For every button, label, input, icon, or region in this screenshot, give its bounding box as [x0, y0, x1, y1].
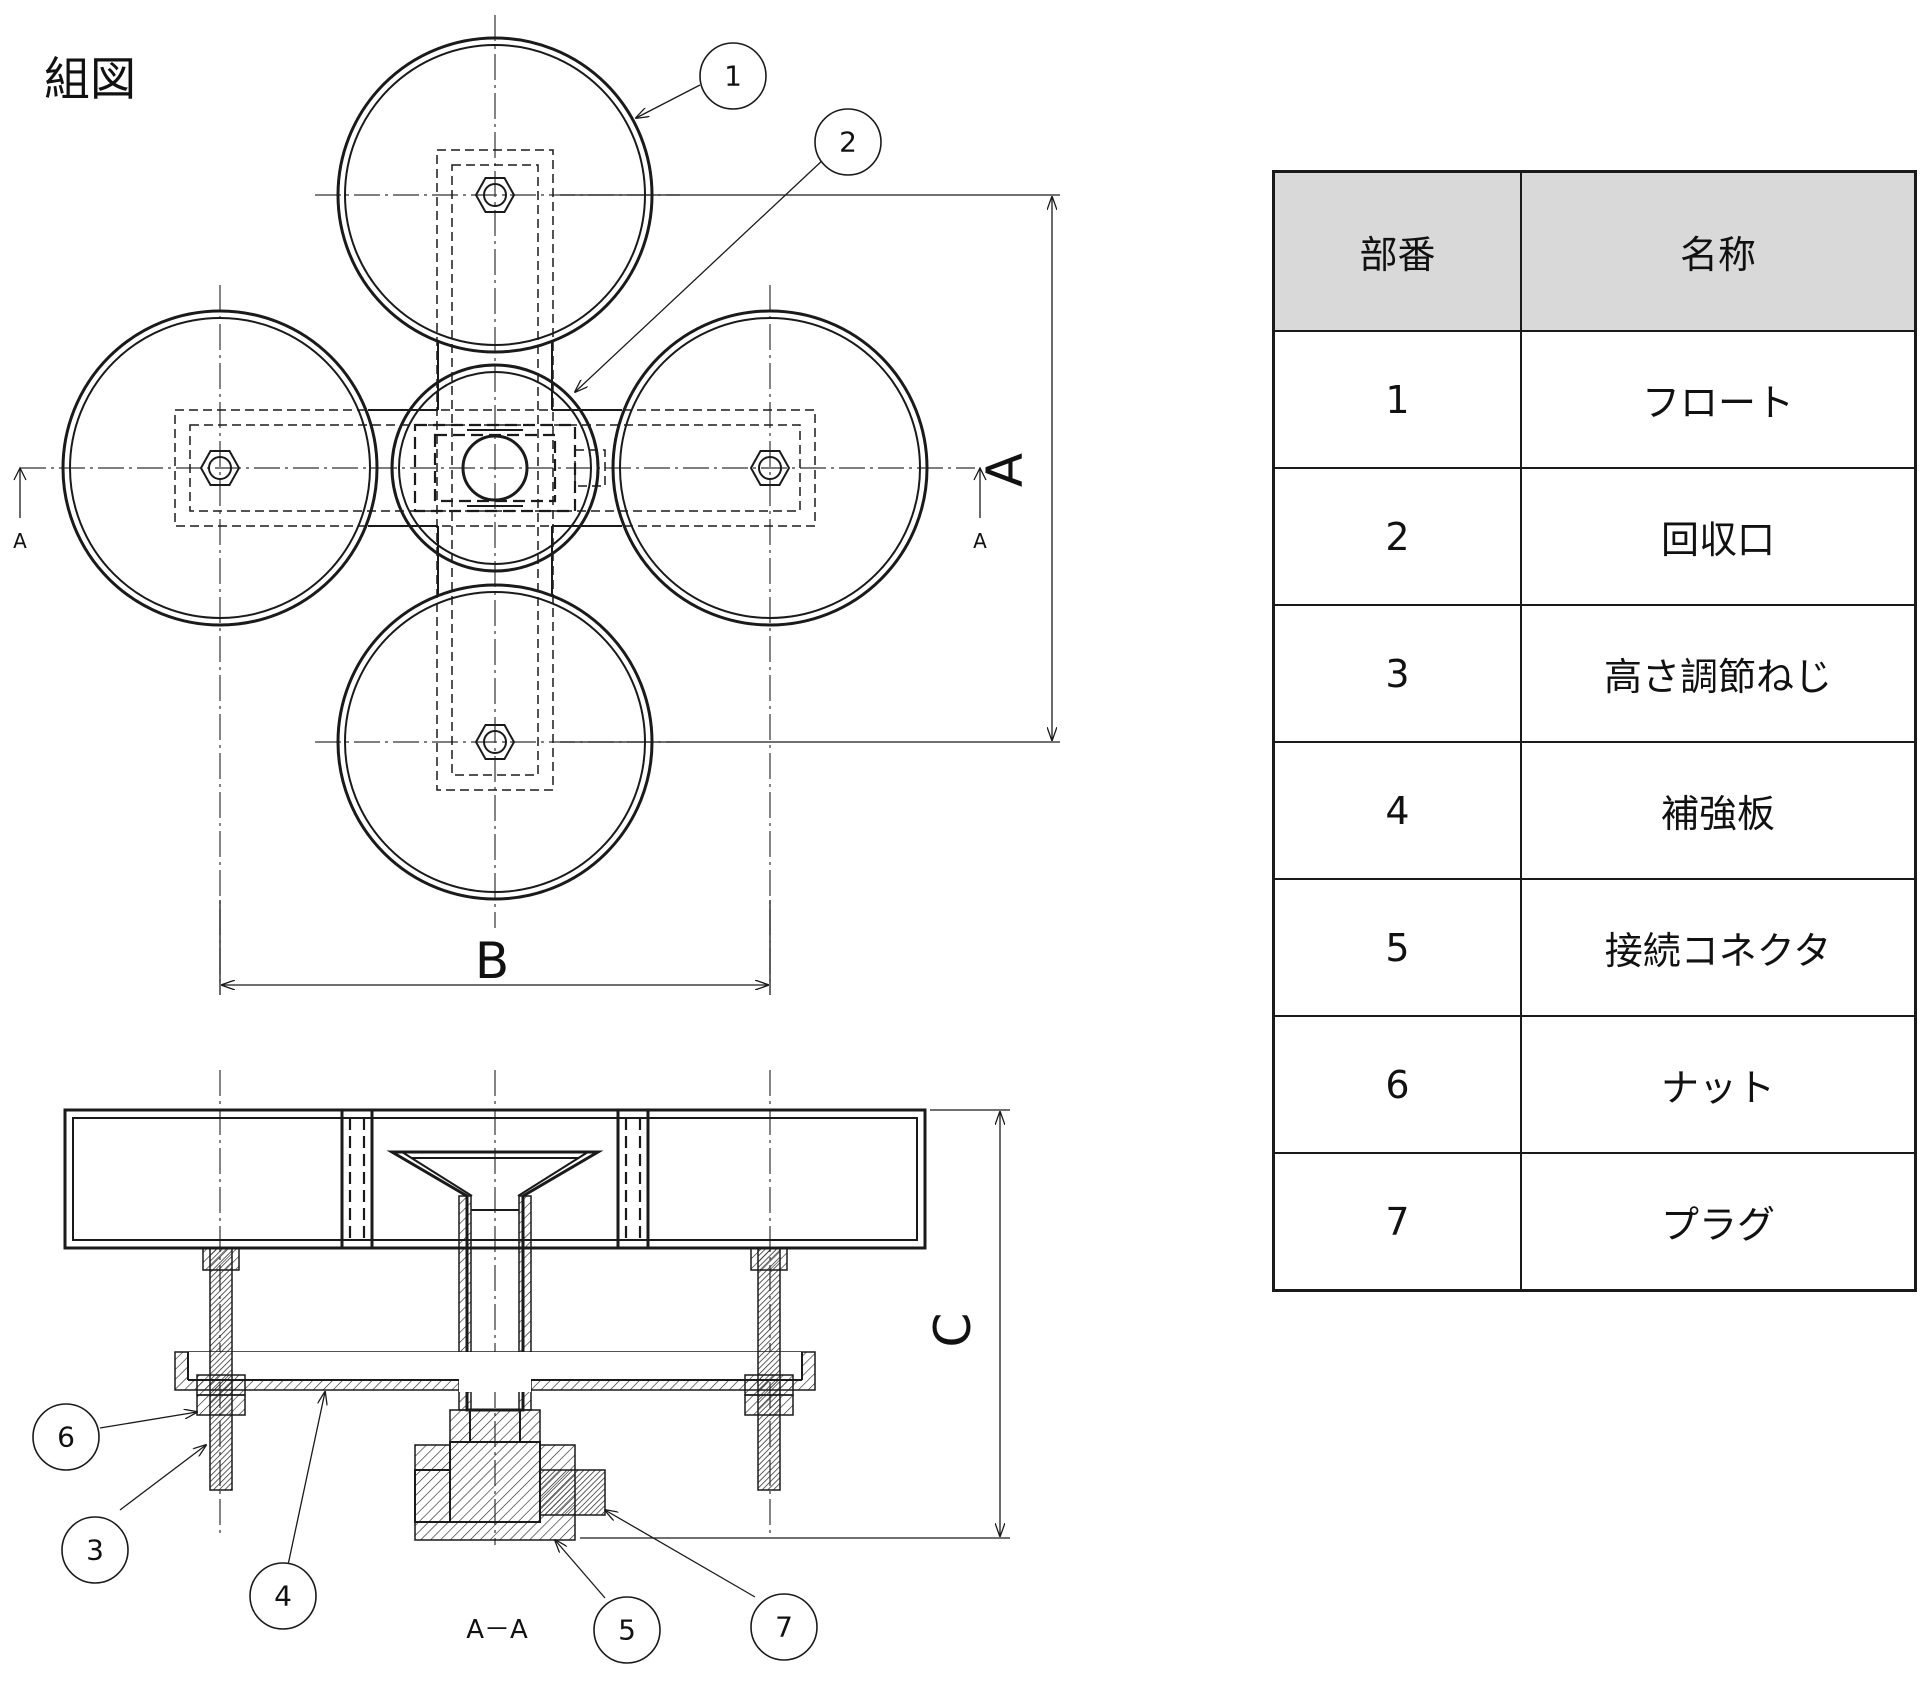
float-section — [63, 1108, 927, 1250]
svg-text:6: 6 — [57, 1421, 75, 1454]
balloon-7: 7 — [750, 1593, 818, 1661]
part-name: ナット — [1520, 1015, 1917, 1154]
section-view: C A－A — [63, 1070, 1010, 1645]
part-name: フロート — [1520, 330, 1917, 469]
table-row: 1 フロート — [1272, 330, 1917, 469]
connector-section — [414, 1409, 606, 1541]
section-mark-left: A — [13, 466, 27, 553]
svg-text:2: 2 — [839, 126, 857, 159]
reinforcing-plate — [174, 1351, 816, 1392]
svg-text:5: 5 — [618, 1614, 636, 1647]
part-number: 7 — [1272, 1152, 1522, 1292]
table-row: 7 プラグ — [1272, 1152, 1917, 1292]
part-number: 4 — [1272, 741, 1522, 880]
balloon-4: 4 — [249, 1562, 317, 1630]
balloon-1: 1 — [699, 42, 767, 110]
nut-left — [199, 450, 241, 486]
dimension-a: A — [560, 194, 1060, 743]
table-row: 2 回収口 — [1272, 467, 1917, 606]
leaders — [99, 84, 826, 1599]
table-row: 6 ナット — [1272, 1015, 1917, 1154]
svg-text:B: B — [475, 932, 509, 990]
dimension-b: B — [219, 900, 771, 995]
part-number: 1 — [1272, 330, 1522, 469]
section-mark-right: A — [973, 466, 987, 553]
svg-text:1: 1 — [724, 60, 742, 93]
table-row: 4 補強板 — [1272, 741, 1917, 880]
part-number: 5 — [1272, 878, 1522, 1017]
svg-text:A: A — [13, 529, 27, 553]
part-name: 補強板 — [1520, 741, 1917, 880]
parts-table: 部番 名称 1 フロート 2 回収口 3 高さ調節ねじ 4 補強板 5 接続コネ… — [1272, 170, 1917, 1292]
part-name: 回収口 — [1520, 467, 1917, 606]
balloon-3: 3 — [61, 1516, 129, 1584]
svg-text:4: 4 — [274, 1580, 292, 1613]
drawing-title: 組図 — [44, 52, 136, 106]
balloon-6: 6 — [32, 1403, 100, 1471]
part-number: 2 — [1272, 467, 1522, 606]
header-part-name: 名称 — [1520, 170, 1917, 332]
nut-bottom — [474, 724, 516, 760]
balloon-2: 2 — [814, 108, 882, 176]
svg-text:7: 7 — [775, 1611, 793, 1644]
part-name: プラグ — [1520, 1152, 1917, 1292]
part-name: 接続コネクタ — [1520, 878, 1917, 1017]
nut-top — [474, 177, 516, 213]
screw-left — [196, 1247, 246, 1491]
table-row: 5 接続コネクタ — [1272, 878, 1917, 1017]
svg-text:A: A — [973, 529, 987, 553]
screw-right — [744, 1247, 794, 1491]
balloon-5: 5 — [593, 1596, 661, 1664]
table-row: 3 高さ調節ねじ — [1272, 604, 1917, 743]
nut-right — [749, 450, 791, 486]
float-right — [611, 309, 929, 627]
parts-table-header: 部番 名称 — [1272, 170, 1917, 332]
svg-text:C: C — [924, 1313, 982, 1348]
dimension-c: C — [580, 1109, 1010, 1539]
float-left — [61, 309, 379, 627]
svg-text:A: A — [976, 453, 1034, 487]
top-view: A A A B — [13, 15, 1060, 995]
part-number: 3 — [1272, 604, 1522, 743]
collector-top-view — [390, 363, 606, 573]
part-name: 高さ調節ねじ — [1520, 604, 1917, 743]
part-number: 6 — [1272, 1015, 1522, 1154]
section-label: A－A — [466, 1615, 528, 1645]
svg-text:3: 3 — [86, 1534, 104, 1567]
header-part-number: 部番 — [1272, 170, 1522, 332]
